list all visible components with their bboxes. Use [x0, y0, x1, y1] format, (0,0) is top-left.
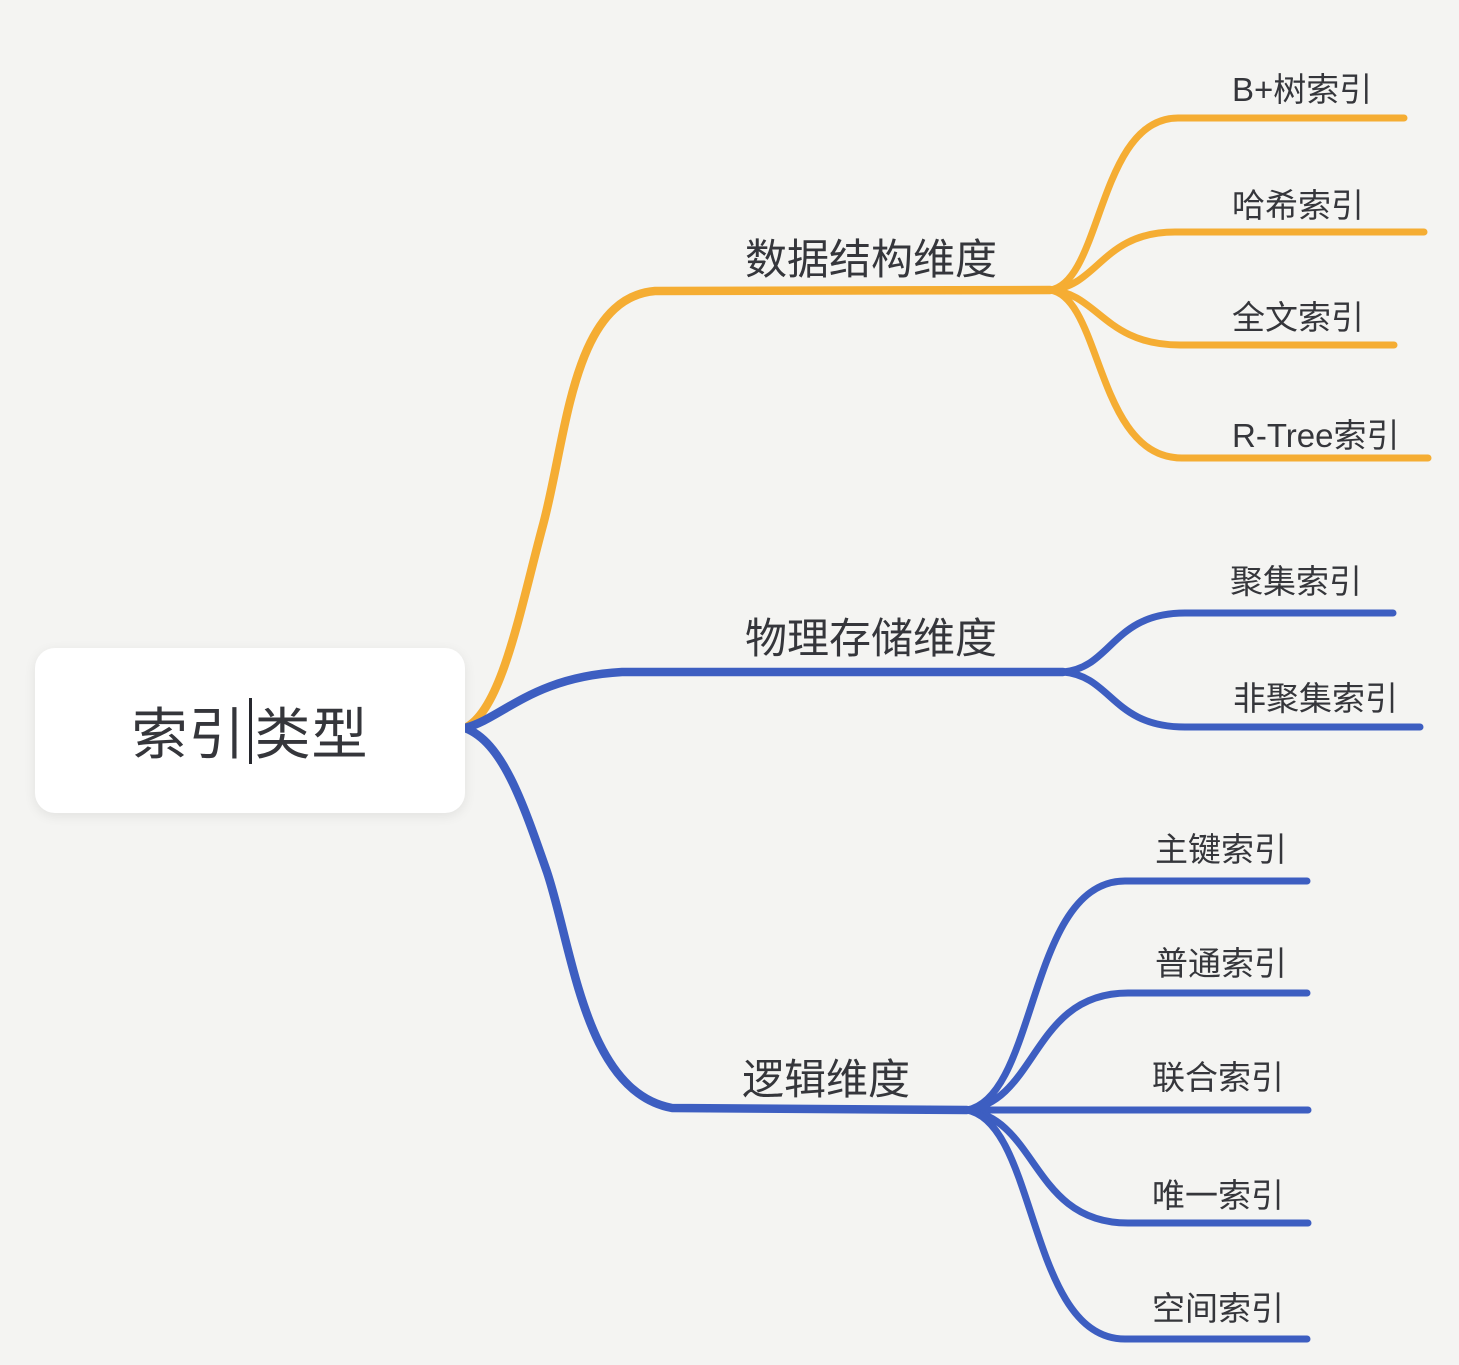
node-primary-key-index[interactable]: 主键索引 [1155, 831, 1287, 868]
node-hash-index[interactable]: 哈希索引 [1232, 187, 1364, 224]
edge-logical-to-primary [963, 877, 1311, 1114]
node-clustered-index[interactable]: 聚集索引 [1230, 563, 1362, 600]
node-unique-index[interactable]: 唯一索引 [1152, 1177, 1284, 1214]
edge-data-structure-to-bptree [1046, 114, 1408, 294]
edge-root-to-data-structure [460, 285, 1055, 733]
edge-logical-to-spatial [963, 1106, 1311, 1343]
edge-root-to-physical-storage [460, 667, 1068, 733]
edge-data-structure-to-rtree [1046, 286, 1432, 462]
node-bptree-index[interactable]: B+树索引 [1232, 71, 1373, 108]
node-data-structure-dimension[interactable]: 数据结构维度 [745, 236, 998, 283]
root-label-after-cursor: 类型 [254, 703, 369, 766]
node-fulltext-index[interactable]: 全文索引 [1232, 299, 1364, 336]
node-spatial-index[interactable]: 空间索引 [1152, 1290, 1284, 1327]
node-rtree-index[interactable]: R-Tree索引 [1232, 417, 1400, 454]
root-node[interactable]: 索引 类型 [35, 648, 465, 813]
root-label-before-cursor: 索引 [131, 703, 246, 766]
node-logical-dimension[interactable]: 逻辑维度 [742, 1056, 911, 1103]
edge-root-to-logical [460, 723, 972, 1115]
edge-logical-to-normal [963, 989, 1311, 1114]
node-nonclustered-index[interactable]: 非聚集索引 [1233, 680, 1398, 717]
edge-logical-to-unique [963, 1106, 1312, 1227]
node-composite-index[interactable]: 联合索引 [1152, 1059, 1284, 1096]
edge-data-structure-to-fulltext [1046, 286, 1398, 349]
edge-data-structure-to-hash [1046, 228, 1428, 294]
text-cursor [248, 697, 252, 764]
edge-physical-to-clustered [1059, 609, 1397, 676]
node-physical-storage-dimension[interactable]: 物理存储维度 [745, 615, 998, 662]
edge-physical-to-nonclustered [1059, 668, 1424, 731]
node-normal-index[interactable]: 普通索引 [1155, 945, 1287, 982]
